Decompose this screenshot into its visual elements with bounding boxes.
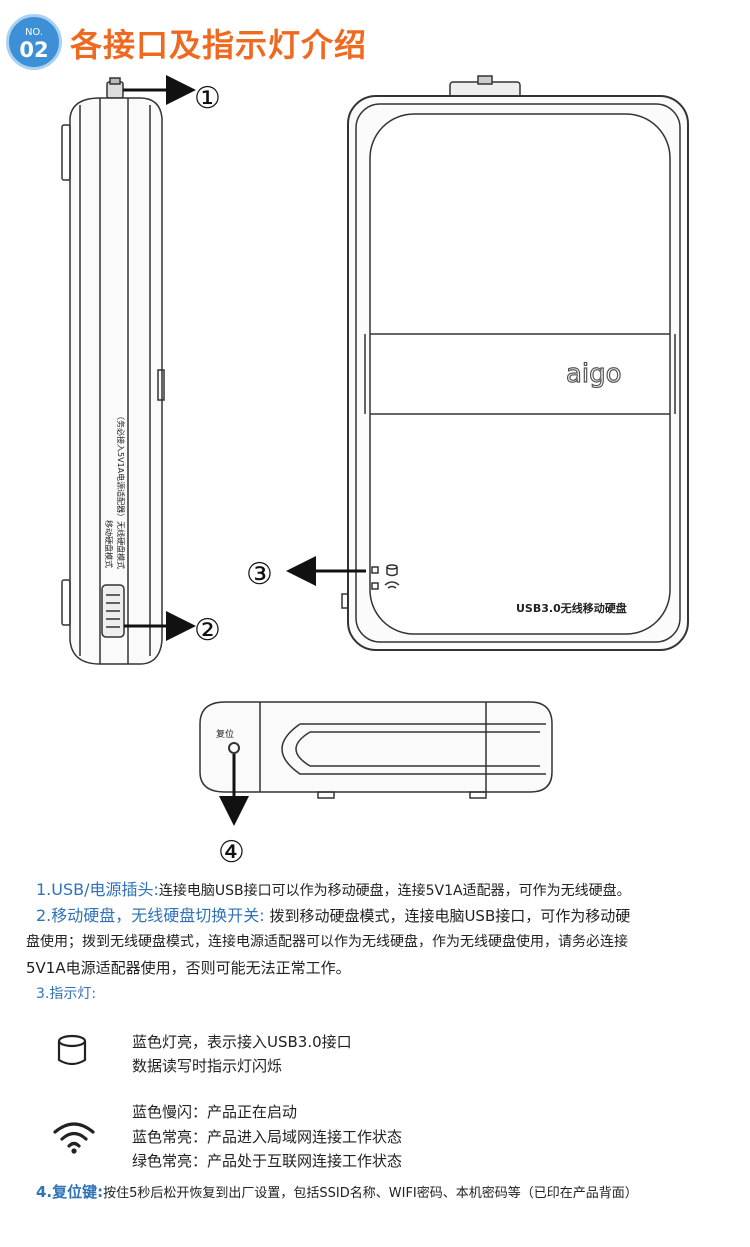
callout-4: ④ bbox=[218, 835, 245, 870]
front-view bbox=[341, 75, 689, 651]
item-mode-switch-heading: 2.移动硬盘，无线硬盘切换开关: bbox=[36, 906, 265, 925]
wifi-indicator-line-3: 绿色常亮：产品处于互联网连接工作状态 bbox=[132, 1152, 403, 1170]
item-usb-power-body: 连接电脑USB接口可以作为移动硬盘，连接5V1A适配器，可作为无线硬盘。 bbox=[158, 883, 631, 899]
reset-label: 复位 bbox=[216, 728, 234, 740]
aigo-logo: aigo bbox=[566, 359, 622, 389]
section-header: NO. 02 各接口及指示灯介绍 bbox=[0, 0, 750, 82]
wifi-icon bbox=[53, 1122, 95, 1154]
item-mode-switch-body-3: 5V1A电源适配器使用，否则可能无法正常工作。 bbox=[26, 959, 351, 977]
item-reset-heading: 4.复位键: bbox=[36, 1183, 104, 1201]
front-product-label: USB3.0无线移动硬盘 bbox=[516, 601, 627, 615]
wifi-indicator-line-1: 蓝色慢闪：产品正在启动 bbox=[132, 1103, 298, 1121]
item-indicators: 3.指示灯: bbox=[36, 984, 96, 1004]
bottom-view bbox=[199, 701, 553, 799]
product-diagram: （务必接入5V1A电源适配器）无线硬盘模式 移动硬盘模式 ① ② aigo US… bbox=[61, 75, 689, 870]
callout-1: ① bbox=[194, 81, 221, 116]
item-usb-power-heading: 1.USB/电源插头: bbox=[36, 880, 159, 899]
callout-3: ③ bbox=[246, 557, 273, 592]
section-number-badge: NO. 02 bbox=[6, 14, 62, 70]
item-mode-switch-body-1: 拨到移动硬盘模式，连接电脑USB接口，可作为移动硬 bbox=[264, 907, 631, 925]
item-reset-body: 按住5秒后松开恢复到出厂设置，包括SSID名称、WIFI密码、本机密码等（已印在… bbox=[103, 1186, 638, 1201]
item-usb-power: 1.USB/电源插头:连接电脑USB接口可以作为移动硬盘，连接5V1A适配器，可… bbox=[36, 880, 631, 901]
side-view bbox=[61, 77, 165, 665]
item-reset: 4.复位键:按住5秒后松开恢复到出厂设置，包括SSID名称、WIFI密码、本机密… bbox=[36, 1182, 638, 1204]
item-mode-switch-body-2: 盘使用；拨到无线硬盘模式，连接电源适配器可以作为无线硬盘，作为无线硬盘使用，请务… bbox=[26, 934, 628, 950]
callout-2: ② bbox=[194, 613, 221, 648]
database-icon bbox=[57, 1034, 87, 1066]
item-mode-switch: 2.移动硬盘，无线硬盘切换开关: 拨到移动硬盘模式，连接电脑USB接口，可作为移… bbox=[36, 906, 630, 926]
badge-number: 02 bbox=[19, 38, 49, 62]
side-label-wireless-mode: （务必接入5V1A电源适配器）无线硬盘模式 bbox=[116, 412, 126, 569]
wifi-indicator-line-2: 蓝色常亮：产品进入局域网连接工作状态 bbox=[132, 1128, 403, 1146]
disk-indicator-line-1: 蓝色灯亮，表示接入USB3.0接口 bbox=[132, 1033, 352, 1051]
page-title: 各接口及指示灯介绍 bbox=[70, 26, 368, 64]
badge-no-label: NO. bbox=[24, 27, 44, 38]
description-section: 1.USB/电源插头:连接电脑USB接口可以作为移动硬盘，连接5V1A适配器，可… bbox=[0, 866, 750, 1247]
item-indicators-heading: 3.指示灯: bbox=[36, 986, 97, 1002]
disk-indicator-line-2: 数据读写时指示灯闪烁 bbox=[132, 1057, 283, 1075]
side-label-mobile-mode: 移动硬盘模式 bbox=[104, 520, 114, 568]
